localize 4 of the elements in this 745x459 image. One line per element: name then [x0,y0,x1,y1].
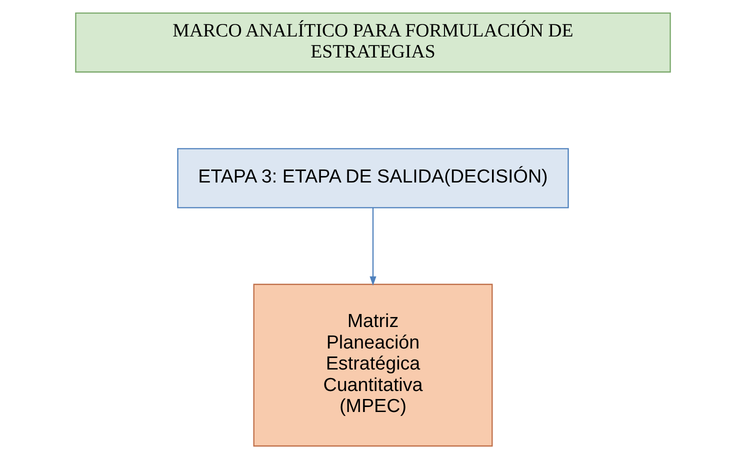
node-box: ETAPA 3: ETAPA DE SALIDA(DECISIÓN) [176,148,568,208]
node-box: MARCO ANALÍTICO PARA FORMULACIÓN DE ESTRATEGIAS [74,12,670,73]
arrow [369,208,376,286]
node-box: Matriz Planeación Estratégica Cuantitativa (MPEC) [252,284,492,447]
